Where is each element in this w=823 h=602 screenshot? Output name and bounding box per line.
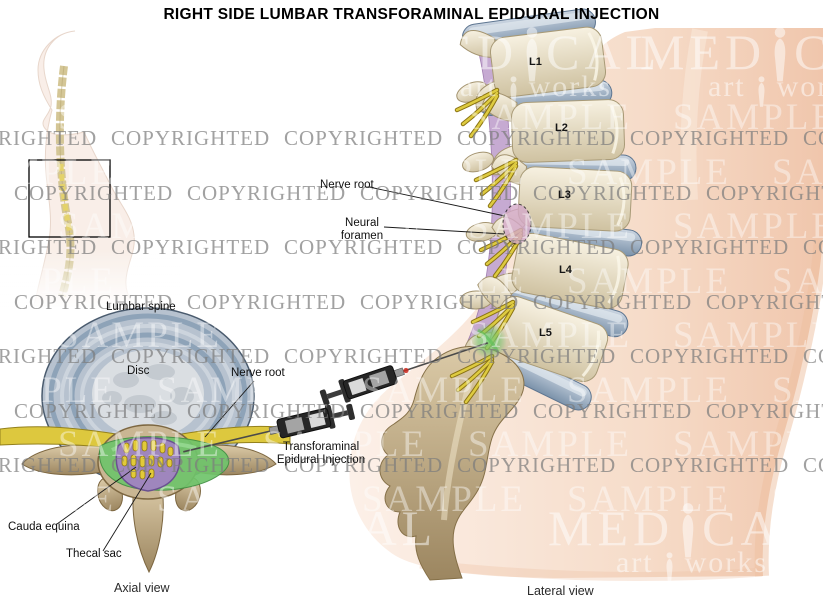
vertebra-label-l5: L5 bbox=[539, 327, 552, 339]
vertebra-label-l4: L4 bbox=[559, 264, 572, 276]
label-thecal-sac: Thecal sac bbox=[66, 548, 122, 560]
axial-vertebra bbox=[0, 307, 291, 574]
needle-entry-dot bbox=[403, 367, 409, 374]
label-neural-foramen-line2: foramen bbox=[340, 229, 384, 242]
lumbar-region-box bbox=[28, 159, 111, 238]
label-lumbar-spine: Lumbar spine bbox=[106, 301, 176, 313]
neural-foramen-outline bbox=[502, 203, 532, 245]
label-nerve-root-lateral: Nerve root bbox=[320, 179, 374, 191]
lateral-view-caption: Lateral view bbox=[527, 584, 594, 598]
axial-view-caption: Axial view bbox=[114, 581, 170, 595]
orientation-figure bbox=[0, 30, 180, 308]
leader-lines bbox=[56, 186, 506, 552]
label-neural-foramen-line1: Neural bbox=[345, 217, 379, 229]
label-neural-foramen: Neural foramen bbox=[338, 217, 386, 242]
page-title: RIGHT SIDE LUMBAR TRANSFORAMINAL EPIDURA… bbox=[163, 6, 660, 23]
label-injection-line1: Transforaminal bbox=[282, 441, 360, 453]
label-cauda-equina: Cauda equina bbox=[8, 521, 80, 533]
label-injection-line2: Epidural Injection bbox=[276, 453, 366, 466]
label-nerve-root-axial: Nerve root bbox=[231, 367, 285, 379]
vertebra-label-l1: L1 bbox=[529, 56, 542, 68]
lateral-injection-needle bbox=[317, 330, 493, 411]
label-disc: Disc bbox=[127, 365, 150, 377]
label-transforaminal-injection: Transforaminal Epidural Injection bbox=[262, 441, 380, 466]
vertebra-label-l2: L2 bbox=[555, 122, 568, 134]
cauda-equina-bundles bbox=[121, 439, 174, 480]
vertebra-label-l3: L3 bbox=[558, 189, 571, 201]
lateral-spine bbox=[379, 6, 644, 581]
